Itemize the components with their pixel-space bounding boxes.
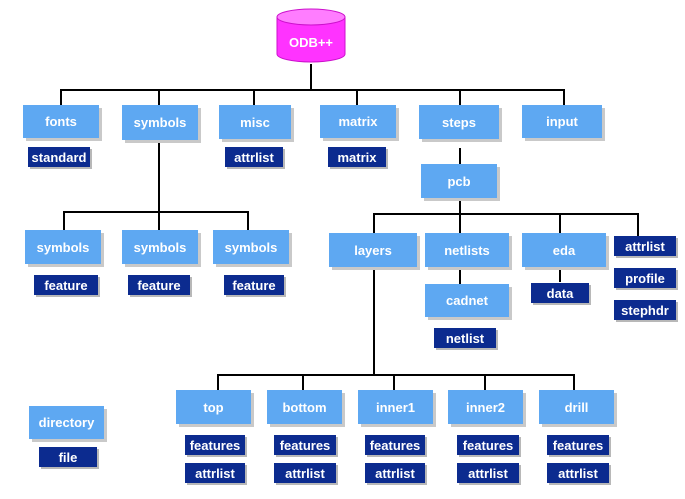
dir-layer-bottom: bottom [267,390,342,424]
dir-layer-inner2: inner2 [448,390,523,424]
connector-layer-drill [573,374,575,390]
file-features-drill: features [547,435,609,455]
dir-layer-inner1: inner1 [358,390,433,424]
connector-layers-bus [217,374,573,376]
file-profile: profile [614,268,676,288]
connector-pcb-bus [373,213,639,215]
dir-pcb: pcb [421,164,497,198]
dir-symbols-child-2: symbols [122,230,198,264]
file-feature-2: feature [128,275,190,295]
file-attrlist-inner1: attrlist [365,463,425,483]
file-features-top: features [185,435,245,455]
connector-pcb-down [459,199,461,214]
connector-root-down [310,64,312,91]
connector-symbols-2 [158,211,160,230]
dir-layer-drill: drill [539,390,614,424]
connector-input [563,89,565,105]
dir-matrix: matrix [320,105,396,138]
connector-fonts [60,89,62,105]
file-attrlist-bottom: attrlist [274,463,336,483]
legend-file: file [39,447,97,467]
connector-misc [253,89,255,105]
connector-top-bus [60,89,565,91]
dir-netlists: netlists [425,233,509,267]
file-attrlist-drill: attrlist [547,463,609,483]
connector-layer-bottom [302,374,304,390]
connector-layer-inner2 [484,374,486,390]
connector-layer-inner1 [393,374,395,390]
root-label: ODB++ [288,35,334,50]
file-netlist: netlist [434,328,496,348]
file-standard: standard [28,147,90,167]
dir-eda: eda [522,233,606,267]
file-features-inner1: features [365,435,425,455]
odb-root-node: ODB++ [276,8,346,64]
connector-symbols-bus [63,211,249,213]
file-attrlist-top: attrlist [185,463,245,483]
connector-steps [459,89,461,105]
dir-symbols: symbols [122,105,198,140]
dir-fonts: fonts [23,105,99,138]
connector-eda-data [559,268,561,282]
legend-directory: directory [29,406,104,439]
file-attrlist-misc: attrlist [225,147,283,167]
dir-layer-top: top [176,390,251,424]
dir-symbols-child-3: symbols [213,230,289,264]
dir-layers: layers [329,233,417,267]
database-icon [276,8,346,63]
connector-layer-top [217,374,219,390]
dir-misc: misc [219,105,291,139]
connector-symbols [158,89,160,105]
connector-netlists [459,213,461,233]
dir-input: input [522,105,602,138]
dir-steps: steps [419,105,499,139]
dir-symbols-child-1: symbols [25,230,101,264]
file-matrix: matrix [328,147,386,167]
file-features-bottom: features [274,435,336,455]
connector-eda [559,213,561,233]
connector-matrix [356,89,358,105]
connector-symbols-down [158,140,160,213]
file-data: data [531,283,589,303]
file-stephdr: stephdr [614,300,676,320]
connector-layers-down [373,268,375,376]
dir-cadnet: cadnet [425,284,509,317]
file-feature-3: feature [224,275,284,295]
connector-symbols-1 [63,211,65,230]
file-features-inner2: features [457,435,519,455]
connector-steps-pcb [459,148,461,164]
connector-netlists-cadnet [459,268,461,284]
connector-symbols-3 [247,211,249,230]
file-attrlist-inner2: attrlist [457,463,519,483]
file-attrlist-pcb: attrlist [614,236,676,256]
connector-pcb-files [637,213,639,236]
file-feature-1: feature [34,275,98,295]
connector-layers [373,213,375,233]
